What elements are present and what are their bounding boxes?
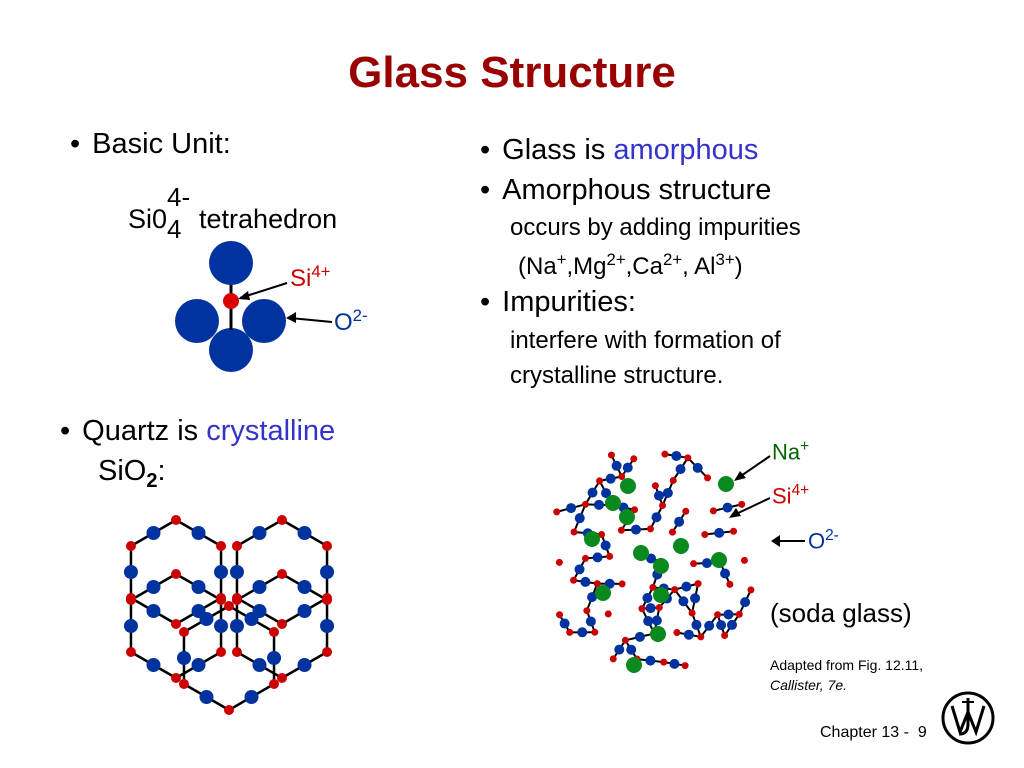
basic-unit-label: Basic Unit: bbox=[92, 128, 231, 160]
impurity-ions: (Na+,Mg2+,Ca2+, Al3+) bbox=[518, 250, 743, 280]
label-na: Na+ bbox=[772, 438, 810, 465]
amorphous-detail: occurs by adding impurities bbox=[510, 214, 801, 241]
oxygen-atom bbox=[209, 328, 253, 372]
label-o-glass: O2- bbox=[808, 527, 839, 554]
bullet-amorphous-structure: •Amorphous structure bbox=[480, 174, 772, 206]
footer-chapter: Chapter 13 - 9 bbox=[820, 724, 927, 741]
soda-glass-caption: (soda glass) bbox=[770, 598, 912, 628]
soda-glass-diagram bbox=[553, 450, 755, 673]
quartz-highlight: crystalline bbox=[206, 415, 336, 447]
adapted-line1: Adapted from Fig. 12.11, bbox=[770, 657, 924, 673]
silicon-atom bbox=[223, 293, 239, 309]
label-si-tetrahedron: Si4+ bbox=[290, 262, 331, 292]
tetrahedron-diagram bbox=[175, 241, 333, 372]
label-o-tetrahedron: O2- bbox=[334, 306, 368, 336]
soda-glass-pointers bbox=[729, 455, 805, 547]
impurities-line2: crystalline structure. bbox=[510, 362, 724, 389]
oxygen-atom bbox=[209, 241, 253, 285]
oxygen-atom bbox=[242, 299, 286, 343]
amorphous-highlight: amorphous bbox=[613, 134, 759, 166]
o-pointer-arrow bbox=[289, 317, 333, 323]
wiley-logo-icon bbox=[940, 690, 996, 746]
quartz-lattice-diagram bbox=[123, 515, 335, 715]
page-title: Glass Structure bbox=[348, 48, 676, 97]
bullet-impurities: •Impurities: bbox=[480, 286, 636, 318]
bullet-glass-amorphous: •Glass is amorphous bbox=[480, 134, 759, 166]
impurities-line1: interfere with formation of bbox=[510, 327, 781, 354]
bullet-basic-unit: •Basic Unit: bbox=[70, 128, 231, 160]
adapted-line2: Callister, 7e. bbox=[770, 677, 848, 693]
label-si-glass: Si4+ bbox=[772, 482, 810, 509]
page-number: 9 bbox=[917, 724, 927, 741]
sio2-formula: SiO2: bbox=[98, 455, 166, 492]
oxygen-atom bbox=[175, 299, 219, 343]
bullet-quartz: •Quartz is crystalline bbox=[60, 415, 336, 447]
